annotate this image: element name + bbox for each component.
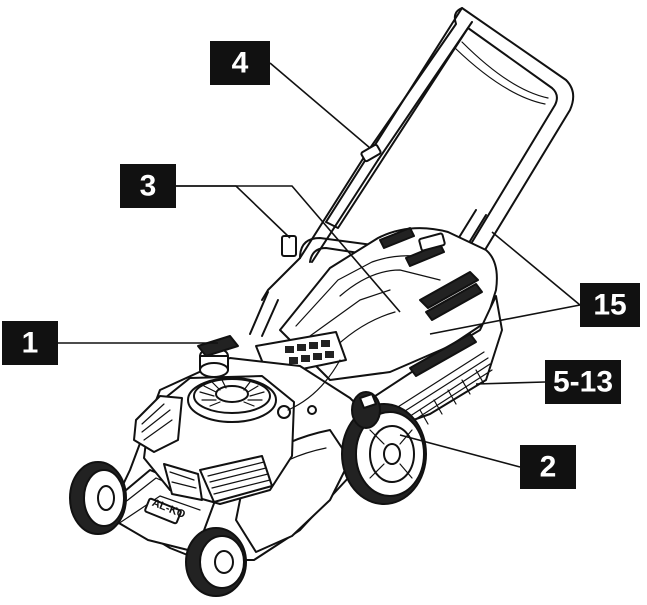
leader-lines	[58, 62, 581, 468]
callout-1-label: 1	[22, 327, 39, 360]
side-mesh	[389, 333, 493, 433]
callout-4: 4	[210, 41, 270, 85]
grass-catcher	[255, 227, 498, 381]
callout-15: 15	[580, 283, 640, 327]
callout-3: 3	[120, 164, 176, 208]
flywheel-fins	[199, 379, 265, 407]
front-wheel-left	[69, 461, 127, 535]
callout-1: 1	[2, 321, 58, 365]
callout-3-label: 3	[140, 170, 157, 203]
callout-5-13: 5-13	[545, 360, 621, 404]
front-wheel-right	[185, 527, 247, 597]
callout-5-13-label: 5-13	[553, 366, 613, 399]
muffler-grille	[207, 461, 271, 495]
callout-2-label: 2	[540, 451, 557, 484]
callout-4-label: 4	[232, 47, 249, 80]
engine	[133, 335, 341, 505]
callout-2: 2	[520, 445, 576, 489]
callout-15-label: 15	[593, 289, 626, 322]
rear-wheel-large	[341, 403, 427, 505]
